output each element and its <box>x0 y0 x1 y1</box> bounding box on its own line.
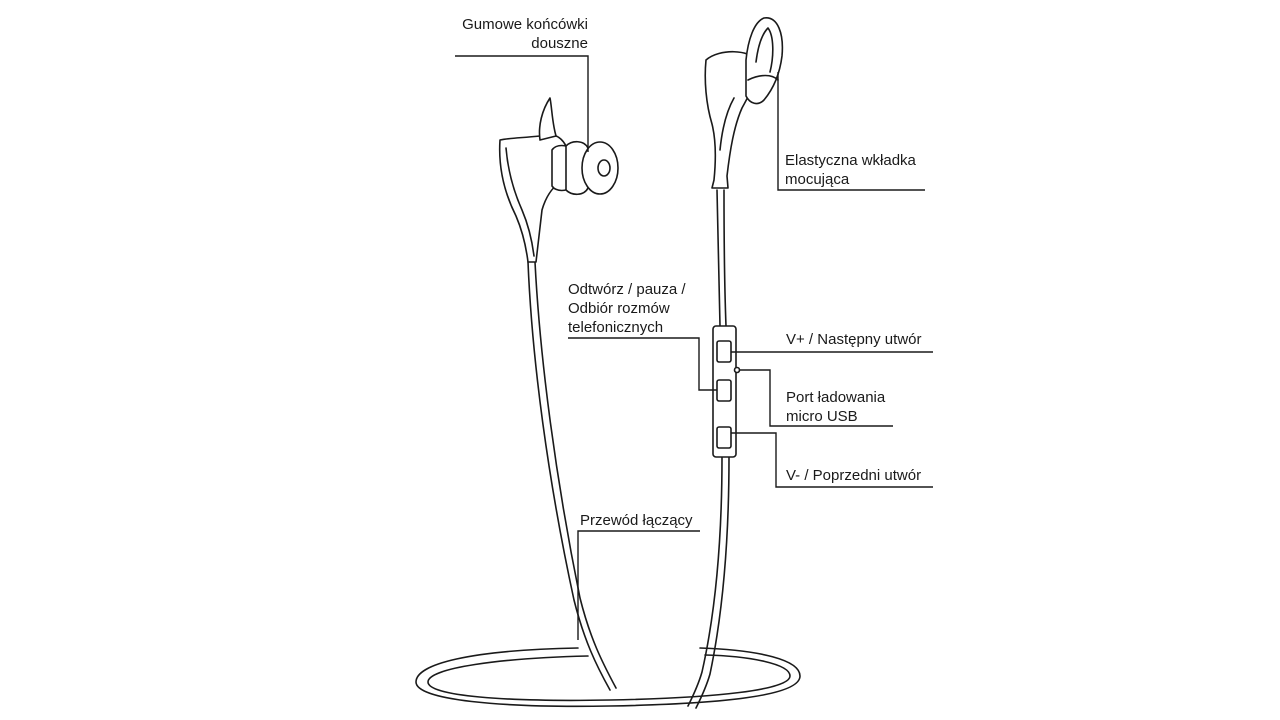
leader-play-pause <box>568 337 717 391</box>
leader-lines <box>455 55 933 640</box>
right-earbud <box>704 17 784 189</box>
neck-cable-loop <box>415 647 801 708</box>
volume-up-button <box>716 340 732 363</box>
leader-cable <box>577 530 700 640</box>
label-volume-down: V- / Poprzedni utwór <box>786 467 922 484</box>
left-earbud <box>498 97 619 263</box>
inline-remote <box>712 325 741 458</box>
leader-volume-down <box>731 432 933 488</box>
left-cable <box>527 261 617 691</box>
leader-ear-tips <box>455 55 589 152</box>
leader-ear-wing <box>777 72 925 191</box>
play-pause-button <box>716 379 732 402</box>
volume-down-button <box>716 426 732 449</box>
usb-port <box>733 366 741 374</box>
right-cable <box>687 189 730 709</box>
label-cable: Przewód łączący <box>580 512 693 529</box>
label-usb-port: Port ładowania micro USB <box>786 389 886 425</box>
leader-usb-port <box>740 369 893 427</box>
label-ear-wing: Elastyczna wkładka mocująca <box>785 152 916 188</box>
label-ear-tips: Gumowe końcówki douszne <box>462 16 588 52</box>
label-volume-up: V+ / Następny utwór <box>786 331 922 348</box>
label-play-pause: Odtwórz / pauza / Odbiór rozmów telefoni… <box>568 281 686 336</box>
